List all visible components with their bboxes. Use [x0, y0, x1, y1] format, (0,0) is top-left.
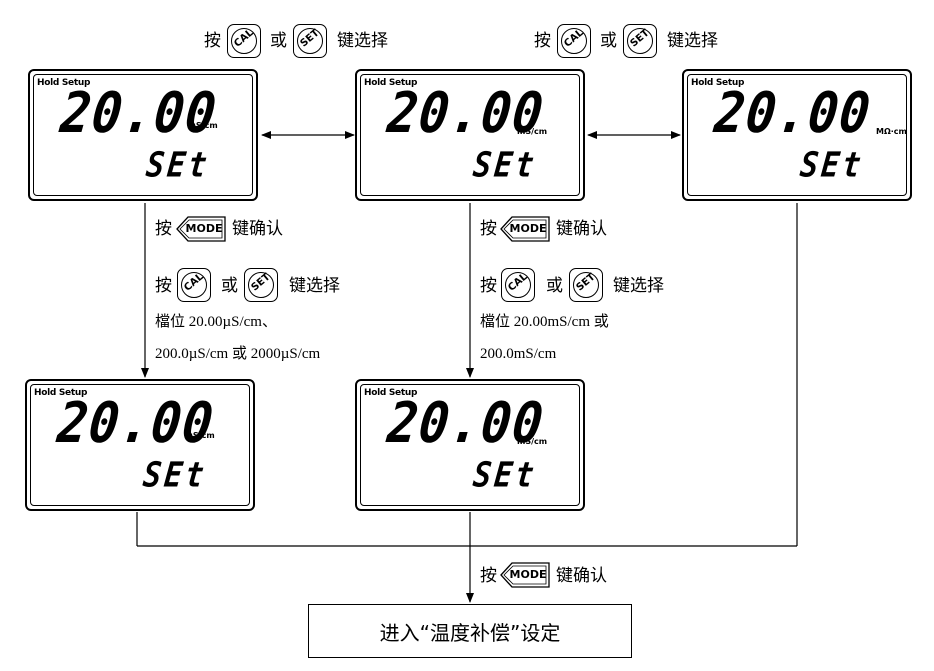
set-key-icon: SET: [244, 268, 278, 302]
set-key-icon: SET: [569, 268, 603, 302]
lcd-panel-us: Hold Setup 20.00 µS/cm SEt: [28, 69, 258, 201]
lcd-set-text: SEt: [141, 455, 209, 496]
confirm-label: 键确认: [232, 219, 283, 239]
hold-setup-label: Hold Setup: [37, 78, 91, 88]
range-note-ms-line2: 200.0mS/cm: [480, 346, 557, 362]
press-label: 按: [155, 219, 172, 239]
confirm-label: 键确认: [556, 219, 607, 239]
cal-key-icon: CAL: [177, 268, 211, 302]
press-label: 按: [480, 219, 497, 239]
cal-key-icon: CAL: [227, 24, 261, 58]
lcd-unit: mS/cm: [517, 437, 548, 446]
lcd-unit: MΩ·cm: [876, 127, 907, 136]
confirm-label: 键确认: [556, 566, 607, 586]
hold-setup-label: Hold Setup: [364, 388, 418, 398]
select-label: 键选择: [289, 276, 340, 296]
lcd-set-text: SEt: [144, 145, 212, 186]
lcd-unit: mS/cm: [517, 127, 548, 136]
lcd-panel-ms-confirmed: Hold Setup 20.00 mS/cm SEt: [355, 379, 585, 511]
press-label: 按: [480, 566, 497, 586]
mode-key-icon: MODE: [500, 562, 550, 588]
or-label: 或: [270, 31, 287, 51]
press-label: 按: [534, 31, 551, 51]
cal-key-icon: CAL: [501, 268, 535, 302]
lcd-unit: µS/cm: [190, 121, 218, 130]
or-label: 或: [221, 276, 238, 296]
or-label: 或: [546, 276, 563, 296]
set-key-icon: SET: [623, 24, 657, 58]
lcd-reading: 20.00: [54, 390, 217, 456]
select-label: 键选择: [667, 31, 718, 51]
lcd-panel-us-confirmed: Hold Setup 20.00 µS/cm SEt: [25, 379, 255, 511]
lcd-reading: 20.00: [57, 80, 220, 146]
lcd-unit: µS/cm: [187, 431, 215, 440]
lcd-set-text: SEt: [471, 145, 539, 186]
or-label: 或: [600, 31, 617, 51]
mode-key-icon: MODE: [176, 216, 226, 242]
cal-key-icon: CAL: [557, 24, 591, 58]
hold-setup-label: Hold Setup: [691, 78, 745, 88]
lcd-set-text: SEt: [798, 145, 866, 186]
lcd-reading: 20.00: [711, 80, 874, 146]
set-key-icon: SET: [293, 24, 327, 58]
temperature-compensation-box: 进入“温度补偿”设定: [308, 604, 632, 658]
lcd-set-text: SEt: [471, 455, 539, 496]
lcd-panel-mohm: Hold Setup 20.00 MΩ·cm SEt: [682, 69, 912, 201]
range-note-ms-line1: 檔位 20.00mS/cm 或: [480, 314, 609, 330]
press-label: 按: [480, 276, 497, 296]
hold-setup-label: Hold Setup: [34, 388, 88, 398]
lcd-panel-ms: Hold Setup 20.00 mS/cm SEt: [355, 69, 585, 201]
select-label: 键选择: [613, 276, 664, 296]
select-label: 键选择: [337, 31, 388, 51]
range-note-us-line1: 檔位 20.00µS/cm、: [155, 314, 277, 330]
press-label: 按: [155, 276, 172, 296]
press-label: 按: [204, 31, 221, 51]
mode-key-icon: MODE: [500, 216, 550, 242]
range-note-us-line2: 200.0µS/cm 或 2000µS/cm: [155, 346, 321, 362]
hold-setup-label: Hold Setup: [364, 78, 418, 88]
